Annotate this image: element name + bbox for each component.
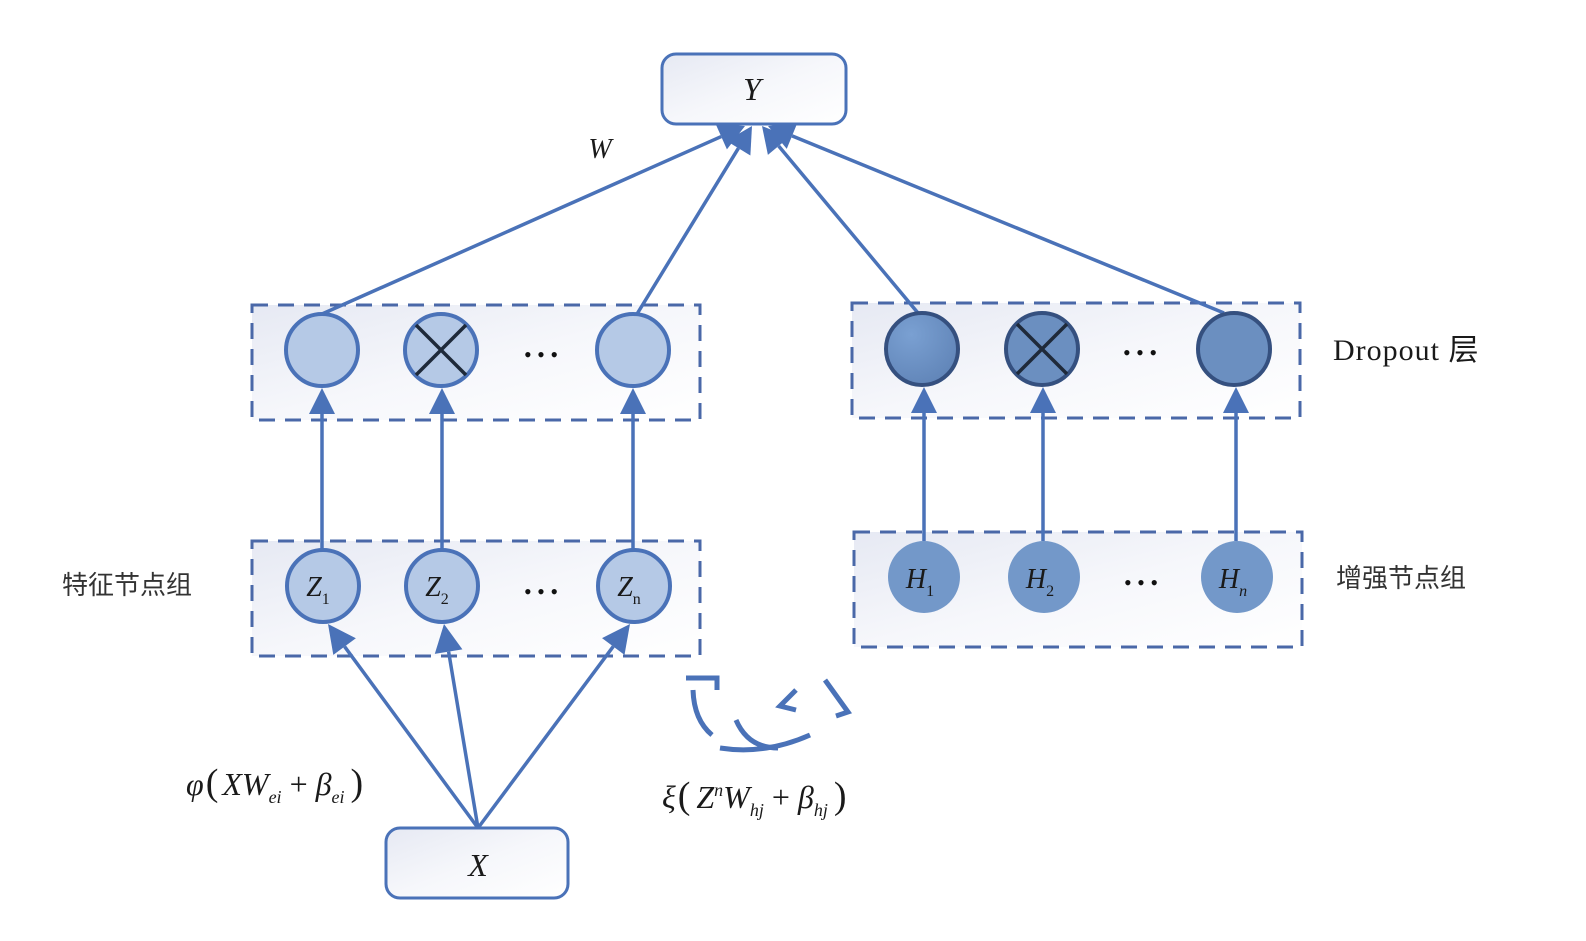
formula-plus: + <box>772 779 790 815</box>
node-base: H <box>905 564 928 595</box>
node-base: Z <box>425 572 441 603</box>
dropout-left-ellipsis: • • • <box>524 342 558 367</box>
node-base: H <box>1218 564 1241 595</box>
edge-z2-up <box>429 388 455 550</box>
edge-x-to-z2 <box>434 624 480 829</box>
formula-b: β <box>315 766 332 802</box>
edge-leftn-to-y <box>635 126 752 315</box>
node-base: H <box>1025 564 1048 595</box>
formula-b-sub: hj <box>814 800 828 820</box>
formula-a2: W <box>723 779 753 815</box>
feature-node-zn[interactable]: Zn <box>596 548 672 624</box>
svg-text:Zn: Zn <box>617 572 641 608</box>
enhance-node-h1[interactable]: H1 <box>888 541 960 613</box>
feature-group-label: 特征节点组 <box>62 571 192 601</box>
feature-node-z2[interactable]: Z2 <box>404 548 480 624</box>
dropout-node-left-n[interactable] <box>595 312 671 388</box>
svg-text:Z1: Z1 <box>306 572 330 608</box>
edge-h1-up <box>911 387 937 541</box>
node-sub: 2 <box>441 591 449 608</box>
formula-fn: φ <box>186 766 204 802</box>
formula-open: ( <box>206 762 219 804</box>
output-node-label: Y <box>743 71 764 107</box>
enhance-node-h2[interactable]: H2 <box>1008 541 1080 613</box>
formula-a-sup: n <box>714 780 723 800</box>
node-sub: 1 <box>926 583 934 600</box>
enhance-node-hn[interactable]: Hn <box>1201 541 1273 613</box>
formula-a2-sub: hj <box>750 800 764 820</box>
formula-close: ) <box>351 762 364 804</box>
dropout-node-right-n[interactable] <box>1196 311 1272 387</box>
dropout-node-right-2-dropped[interactable] <box>1004 311 1080 387</box>
node-base: Z <box>306 572 322 603</box>
transform-arrow-icon <box>686 675 853 753</box>
formula-close: ) <box>834 775 847 817</box>
feature-node-z1[interactable]: Z1 <box>285 548 361 624</box>
enhancement-mapping-formula: ξ(ZnWhj+βhj) <box>662 775 846 820</box>
input-node-label: X <box>466 847 489 883</box>
edge-hn-up <box>1223 387 1249 541</box>
edge-z1-up <box>309 388 335 550</box>
dropout-node-left-1[interactable] <box>284 312 360 388</box>
edge-zn-up <box>620 388 646 550</box>
formula-b-sub: ei <box>332 787 345 807</box>
node-sub: 2 <box>1046 583 1054 600</box>
formula-fn: ξ <box>662 779 676 815</box>
enhance-group-label: 增强节点组 <box>1336 564 1466 594</box>
formula-a-sub: ei <box>269 787 282 807</box>
dropout-node-left-2-dropped[interactable] <box>403 312 479 388</box>
dropout-right-ellipsis: • • • <box>1123 340 1157 365</box>
svg-text:Hn: Hn <box>1218 564 1247 600</box>
dropped-x-icon <box>1015 322 1069 376</box>
edge-x-to-z1 <box>328 624 480 830</box>
enhance-ellipsis: • • • <box>1124 570 1158 595</box>
edge-rightn-to-y <box>768 122 1225 315</box>
edge-left1-to-y <box>321 123 745 316</box>
formula-a: XW <box>220 766 272 802</box>
node-base: Z <box>617 572 633 603</box>
svg-text:Z2: Z2 <box>425 572 449 608</box>
svg-text:H1: H1 <box>905 564 934 600</box>
feature-ellipsis: • • • <box>524 579 558 604</box>
formula-a: Z <box>696 779 715 815</box>
edge-h2-up <box>1030 387 1056 541</box>
formula-plus: + <box>290 766 308 802</box>
formula-open: ( <box>678 775 691 817</box>
node-sub: n <box>633 591 641 608</box>
node-sub: 1 <box>322 591 330 608</box>
edge-right1-to-y <box>762 126 920 315</box>
weight-label: W <box>588 134 614 165</box>
dropout-layer-label: Dropout 层 <box>1333 334 1480 367</box>
node-sub: n <box>1239 583 1247 600</box>
svg-text:H2: H2 <box>1025 564 1054 600</box>
edge-x-to-zn <box>476 624 630 830</box>
feature-mapping-formula: φ(XWei+βei) <box>186 762 363 807</box>
output-node-box[interactable] <box>660 52 848 126</box>
dropped-x-icon <box>414 323 468 377</box>
dropout-node-right-1[interactable] <box>884 311 960 387</box>
formula-b: β <box>797 779 814 815</box>
